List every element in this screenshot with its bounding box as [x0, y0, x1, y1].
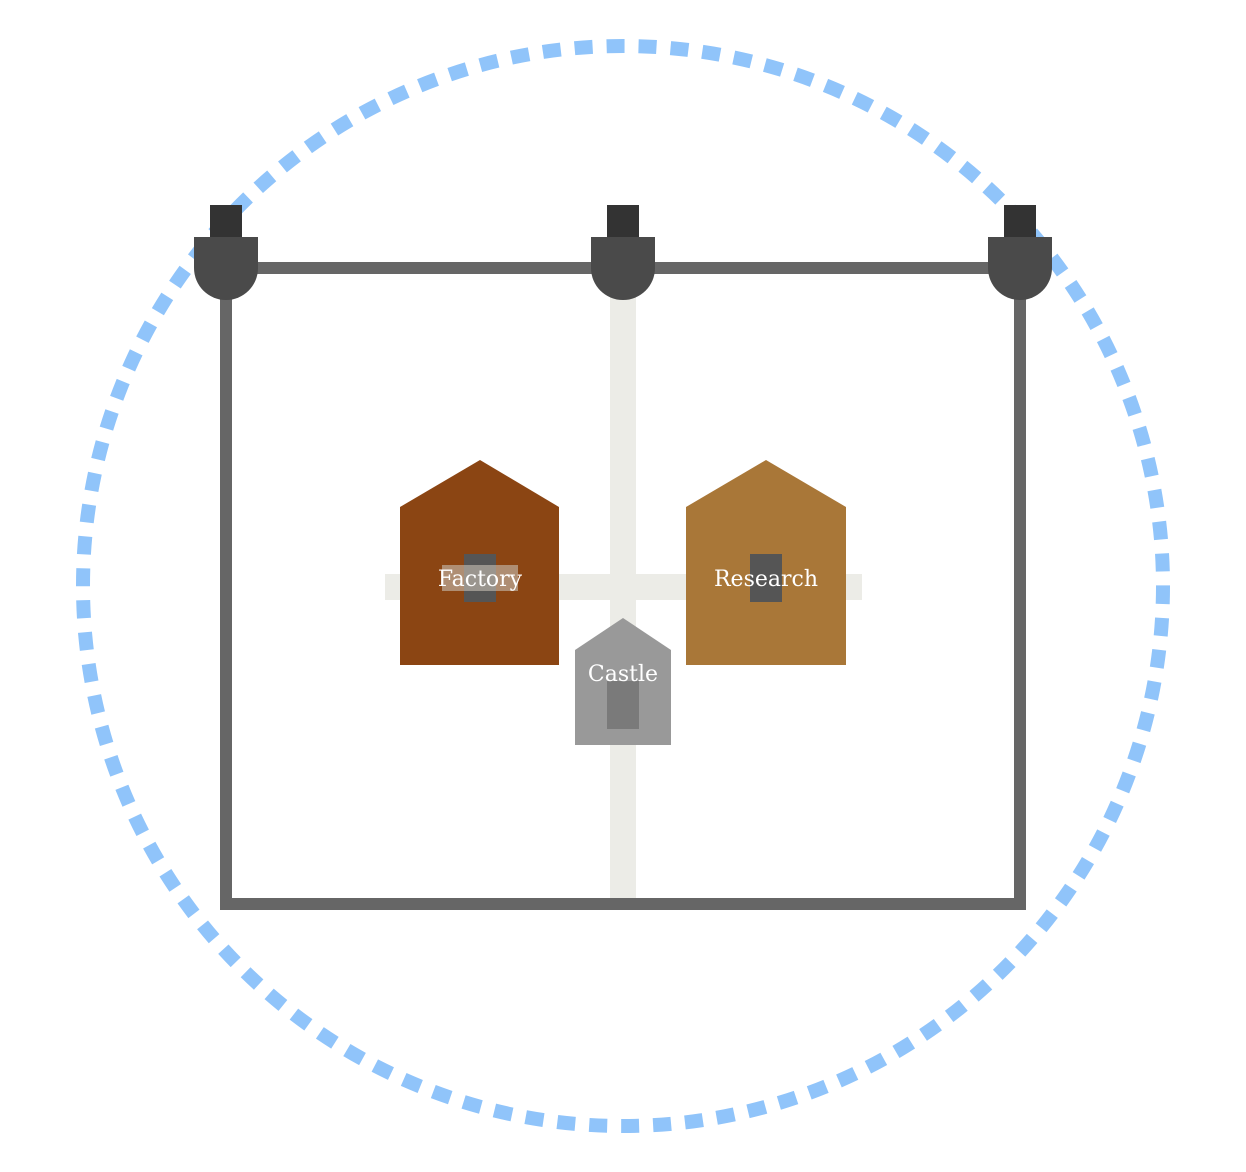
tower-icon[interactable]: [988, 205, 1052, 300]
factory-building[interactable]: Factory: [400, 460, 559, 665]
research-building[interactable]: Research: [686, 460, 846, 665]
castle-building[interactable]: Castle: [575, 618, 671, 745]
range-ring: [76, 39, 1170, 1133]
factory-label-backdrop: [442, 565, 518, 591]
castle-label: Castle: [588, 662, 658, 687]
castle-door: [607, 681, 639, 729]
factory-label: Factory: [438, 567, 523, 592]
factory-roof: [400, 460, 559, 507]
research-label: Research: [714, 567, 818, 592]
research-roof: [686, 460, 846, 507]
castle-roof: [575, 618, 671, 650]
research-door: [750, 554, 782, 602]
tower-icon[interactable]: [194, 205, 258, 300]
tower-icon[interactable]: [591, 205, 655, 300]
